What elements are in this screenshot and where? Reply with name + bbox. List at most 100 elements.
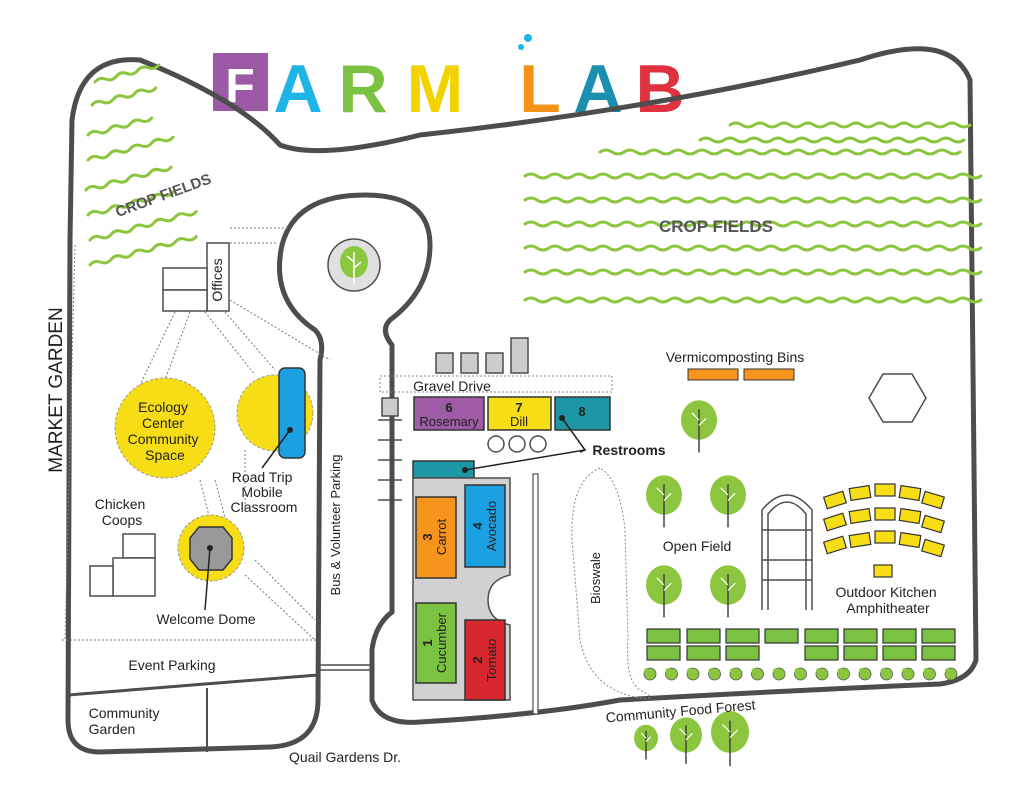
crop-row — [86, 116, 154, 137]
road-trip-bus — [278, 367, 306, 459]
shrub-icon — [858, 667, 872, 681]
garden-bed — [686, 628, 721, 644]
restrooms-pointers — [464, 417, 587, 471]
seat — [848, 507, 872, 525]
seat — [874, 483, 896, 497]
shrub-icon — [901, 667, 915, 681]
garden-bed — [921, 628, 956, 644]
crop-row — [523, 172, 983, 180]
crop-row — [90, 86, 158, 107]
shrub-icon — [686, 667, 700, 681]
garden-bed — [646, 628, 681, 644]
shrub-icon — [729, 667, 743, 681]
crop-row — [88, 210, 198, 242]
svg-text:Dill: Dill — [510, 414, 528, 429]
crop-row — [93, 63, 161, 84]
garden-bed — [725, 628, 760, 644]
plot-1: 1 Cucumber — [415, 602, 457, 684]
chicken-coops-building — [89, 533, 156, 597]
tree-group — [634, 400, 749, 767]
svg-text:6: 6 — [445, 400, 452, 415]
seat — [920, 514, 946, 534]
outdoor-kitchen-label: Outdoor Kitchen Amphitheater — [835, 584, 940, 616]
tree-icon — [711, 711, 749, 767]
tree-icon — [634, 724, 658, 760]
garden-bed — [764, 628, 799, 644]
title-letter-b: B — [635, 51, 684, 127]
svg-text:2: 2 — [470, 656, 485, 663]
shrub-icon — [944, 667, 958, 681]
pathway — [532, 473, 539, 715]
beaker-bubble-icon — [518, 44, 524, 50]
garden-bed — [843, 645, 878, 661]
crop-row — [88, 235, 198, 267]
event-parking-boundary — [67, 673, 319, 697]
offices-building — [162, 242, 230, 312]
garden-bed — [882, 628, 917, 644]
bioswale-label: Bioswale — [588, 552, 603, 604]
amphitheater-stage — [873, 564, 893, 578]
title-letter-r: R — [338, 51, 387, 127]
shrub-icon — [772, 667, 786, 681]
tree-icon — [646, 475, 682, 528]
gravel-drive — [379, 375, 613, 393]
road-trip-pointer — [261, 429, 291, 469]
crop-row — [86, 135, 175, 162]
svg-text:8: 8 — [578, 404, 585, 419]
garden-bed — [686, 645, 721, 661]
crop-row — [728, 121, 972, 129]
seat — [822, 512, 848, 532]
seat — [848, 484, 872, 502]
crop-row — [84, 165, 173, 192]
road-trip-label: Road Trip Mobile Classroom — [231, 469, 298, 515]
vermicomposting-bin — [687, 368, 739, 381]
parking-lines — [318, 419, 402, 671]
shrub-icon — [837, 667, 850, 681]
tree-icon — [670, 717, 702, 764]
garden-bed — [804, 628, 839, 644]
svg-text:Tomato: Tomato — [484, 639, 499, 682]
plot-2: 2 Tomato — [464, 619, 506, 701]
crop-row — [86, 190, 175, 217]
farm-boundary — [65, 46, 979, 755]
garden-beds — [646, 628, 956, 661]
garden-bed — [843, 628, 878, 644]
seat — [822, 490, 848, 510]
shrub-icon — [794, 667, 807, 681]
seat — [874, 507, 896, 521]
offices-label: Offices — [209, 258, 225, 301]
event-parking-label: Event Parking — [128, 657, 215, 673]
gravel-drive-label: Gravel Drive — [413, 378, 491, 394]
ecology-center-label: Ecology Center Community Space — [128, 399, 203, 463]
tree-icon — [681, 400, 717, 453]
garden-bed — [725, 645, 760, 661]
welcome-dome-label: Welcome Dome — [156, 611, 256, 627]
open-field-label: Open Field — [663, 538, 731, 554]
parking-kiosk — [381, 397, 399, 417]
plot-7: 7 Dill — [487, 396, 552, 431]
community-garden-label: Community Garden — [89, 705, 164, 737]
crop-row — [598, 148, 962, 156]
tree-icon — [710, 565, 746, 618]
farm-lab-title: F A R M L A B — [213, 34, 685, 127]
tree-icon — [327, 238, 381, 292]
vermicomposting-label: Vermicomposting Bins — [666, 349, 805, 365]
svg-text:Rosemary: Rosemary — [419, 414, 479, 429]
shrub-icon — [643, 667, 657, 681]
market-garden-label: MARKET GARDEN — [46, 307, 67, 472]
svg-text:Cucumber: Cucumber — [434, 612, 449, 673]
plot-4: 4 Avocado — [464, 484, 506, 568]
svg-text:1: 1 — [420, 639, 435, 646]
seat — [822, 535, 848, 555]
seat — [898, 507, 922, 525]
plot-8: 8 — [554, 396, 611, 431]
tree-icon — [710, 475, 746, 528]
shrub-icon — [815, 667, 829, 681]
water-tanks — [487, 435, 547, 453]
ecology-center — [114, 377, 216, 479]
plot-6: 6 Rosemary — [413, 396, 485, 431]
seat — [920, 538, 946, 558]
market-garden-border — [64, 244, 76, 641]
garden-bed — [804, 645, 839, 661]
svg-text:3: 3 — [420, 533, 435, 540]
